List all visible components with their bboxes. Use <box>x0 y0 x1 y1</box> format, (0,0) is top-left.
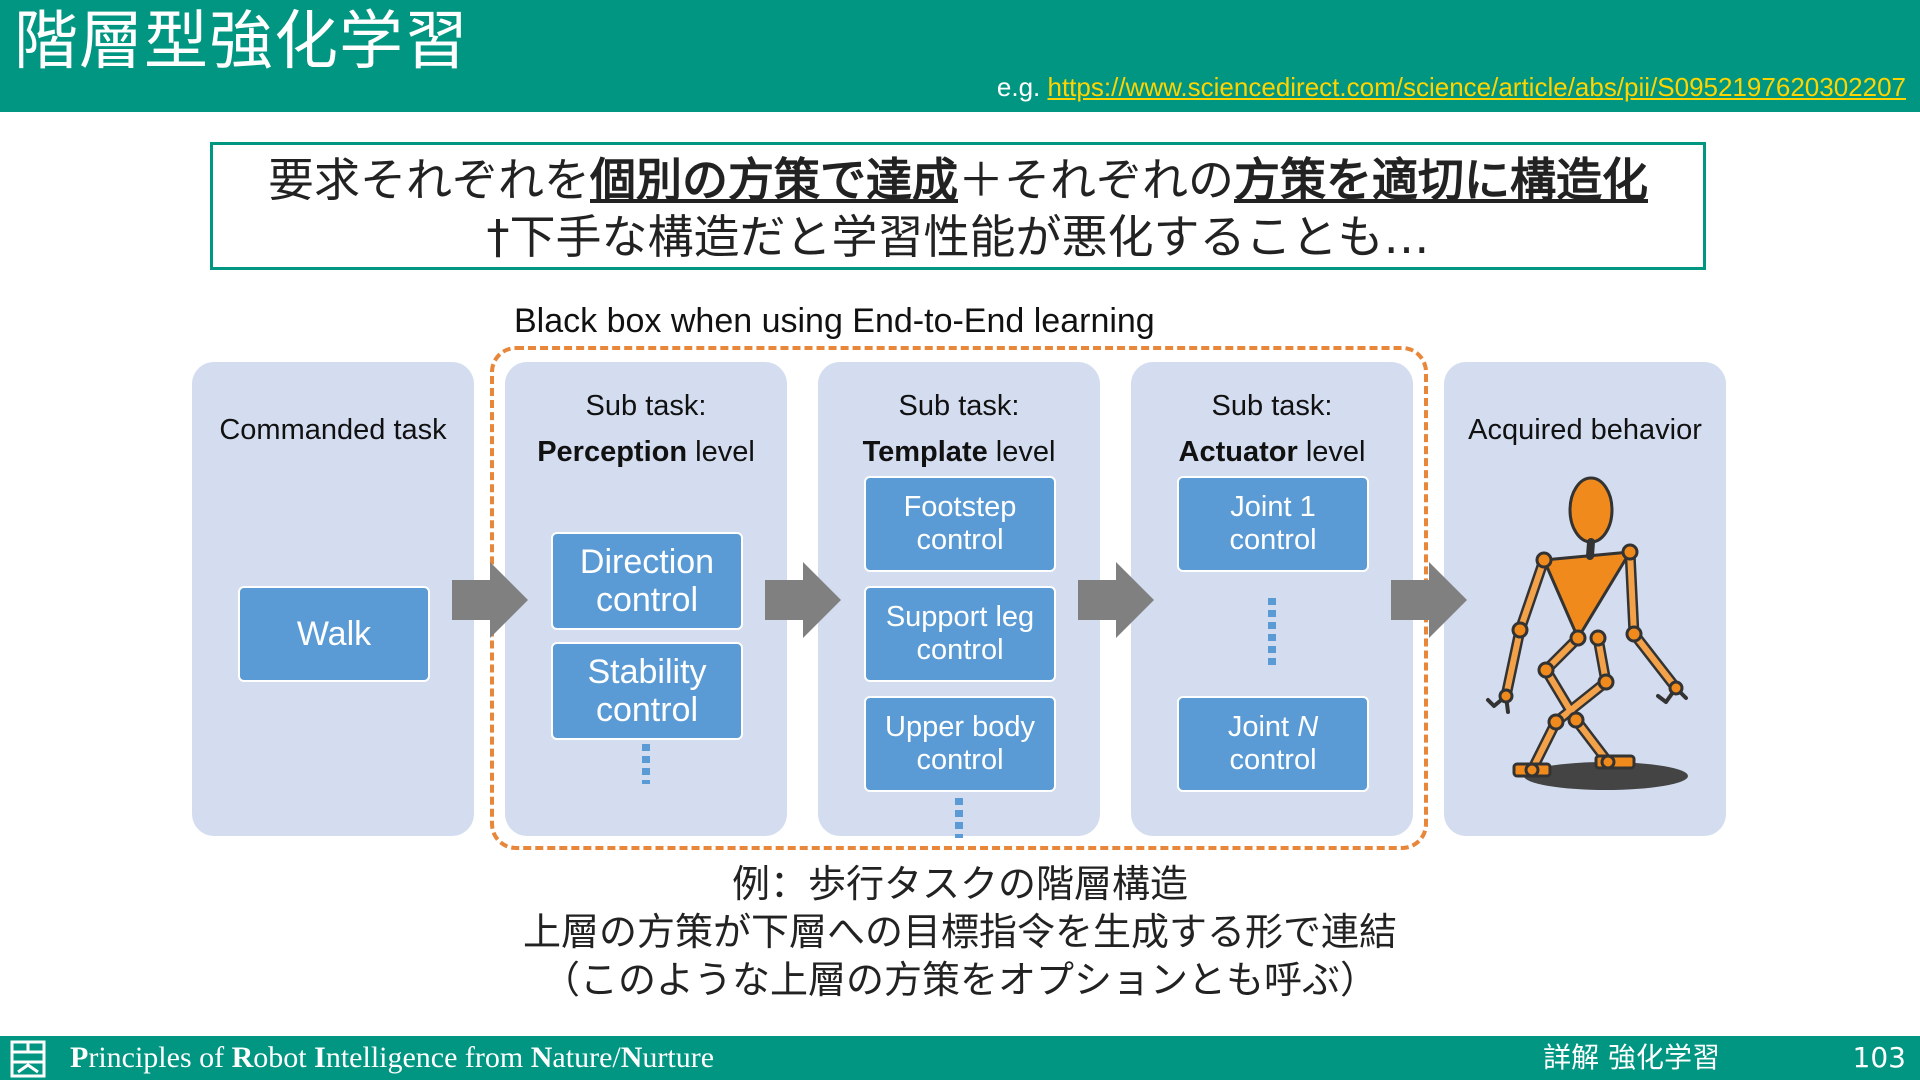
footer-text-4: ature/ <box>552 1041 621 1074</box>
direction-control-line2: control <box>595 581 699 619</box>
reference-link[interactable]: https://www.sciencedirect.com/science/ar… <box>1047 72 1907 102</box>
joint-1-control-line1: Joint 1 <box>1230 491 1316 523</box>
footstep-control-line1: Footstep <box>903 491 1017 523</box>
arrow-right-icon <box>452 562 528 638</box>
support-leg-control-line2: control <box>916 634 1004 666</box>
caption-line-1: 例：歩行タスクの階層構造 <box>731 862 1188 906</box>
upper-body-control-line1: Upper body <box>885 711 1035 743</box>
footer-initial-r: R <box>231 1041 254 1074</box>
template-bold: Template <box>862 436 988 468</box>
reference: e.g. https://www.sciencedirect.com/scien… <box>997 70 1906 104</box>
blackbox-label: Black box when using End-to-End learning <box>514 302 1155 340</box>
footer-initial-i: I <box>314 1041 326 1074</box>
stability-control-line2: control <box>595 691 699 729</box>
actuator-suffix: level <box>1297 436 1366 468</box>
requirement-line-2: †下手な構造だと学習性能が悪化することも… <box>486 210 1430 264</box>
support-leg-control-line1: Support leg <box>885 601 1035 633</box>
joint-n-control-line2: control <box>1229 744 1317 776</box>
panel-commanded-task: Commanded task Walk <box>192 362 474 836</box>
perception-subtask-label: Sub task: <box>585 390 707 422</box>
upper-body-control-line2: control <box>916 744 1004 776</box>
blackbox-dashed-outline <box>490 346 1428 850</box>
template-suffix: level <box>987 436 1056 468</box>
footer-text-2: obot <box>253 1041 315 1074</box>
page-number: 103 <box>1852 1041 1906 1074</box>
arrow-right-icon <box>1078 562 1154 638</box>
actuator-bold: Actuator <box>1178 436 1298 468</box>
template-subtask-label: Sub task: <box>898 390 1020 422</box>
commanded-task-label: Commanded task <box>219 414 447 446</box>
footer-initial-n2: N <box>620 1041 643 1074</box>
slide-title: 階層型強化学習 <box>14 5 469 79</box>
stability-control-line1: Stability <box>587 653 707 691</box>
joint-n-italic: N <box>1297 711 1319 743</box>
footer-text-1: rinciples of <box>88 1041 232 1074</box>
joint-n-prefix: Joint <box>1227 711 1298 743</box>
lab-logo-icon <box>10 1040 46 1078</box>
footer-initial-n: N <box>530 1041 553 1074</box>
req-emphasis-individual-policy: 個別の方策で達成 <box>590 153 958 207</box>
footstep-control-line2: control <box>916 524 1004 556</box>
walk-box: Walk <box>238 586 430 682</box>
diagram-caption: 例：歩行タスクの階層構造 上層の方策が下層への目標指令を生成する形で連結 （この… <box>0 860 1920 1004</box>
actuator-subtask-label: Sub task: <box>1211 390 1333 422</box>
direction-control-line1: Direction <box>579 543 715 581</box>
joint-1-control-line2: control <box>1229 524 1317 556</box>
perception-level-label: Perception level <box>505 434 787 470</box>
req-text-c: ＋それぞれの <box>958 153 1234 207</box>
perception-suffix: level <box>687 436 755 468</box>
template-ellipsis-dots <box>955 798 963 838</box>
footer-text-3: ntelligence from <box>325 1041 531 1074</box>
arrow-right-icon <box>1391 562 1467 638</box>
perception-bold: Perception <box>537 436 688 468</box>
perception-ellipsis-dots <box>642 744 650 784</box>
req-emphasis-structure: 方策を適切に構造化 <box>1234 153 1648 207</box>
walking-robot-icon <box>1486 476 1688 790</box>
caption-line-3: （このような上層の方策をオプションとも呼ぶ） <box>541 958 1378 1002</box>
caption-line-2: 上層の方策が下層への目標指令を生成する形で連結 <box>522 910 1397 954</box>
reference-prefix: e.g. <box>996 72 1048 102</box>
footer-initial-p: P <box>70 1041 89 1074</box>
requirement-box: 要求それぞれを個別の方策で達成＋それぞれの方策を適切に構造化 †下手な構造だと学… <box>210 142 1706 270</box>
footer-bar: Principles of Robot Intelligence from Na… <box>0 1036 1920 1080</box>
footer-book-title: 詳解 強化学習 <box>1543 1041 1720 1074</box>
footer-course-title: Principles of Robot Intelligence from Na… <box>70 1039 714 1077</box>
arrow-right-icon <box>765 562 841 638</box>
actuator-ellipsis-dots <box>1268 598 1276 670</box>
header-bar: 階層型強化学習 e.g. https://www.sciencedirect.c… <box>0 0 1920 112</box>
template-level-label: Template level <box>818 434 1100 470</box>
acquired-behavior-label: Acquired behavior <box>1468 414 1702 446</box>
actuator-level-label: Actuator level <box>1131 434 1413 470</box>
footer-text-5: urture <box>642 1041 715 1074</box>
req-text-a: 要求それぞれを <box>268 153 590 207</box>
requirement-line-1: 要求それぞれを個別の方策で達成＋それぞれの方策を適切に構造化 <box>213 151 1703 209</box>
